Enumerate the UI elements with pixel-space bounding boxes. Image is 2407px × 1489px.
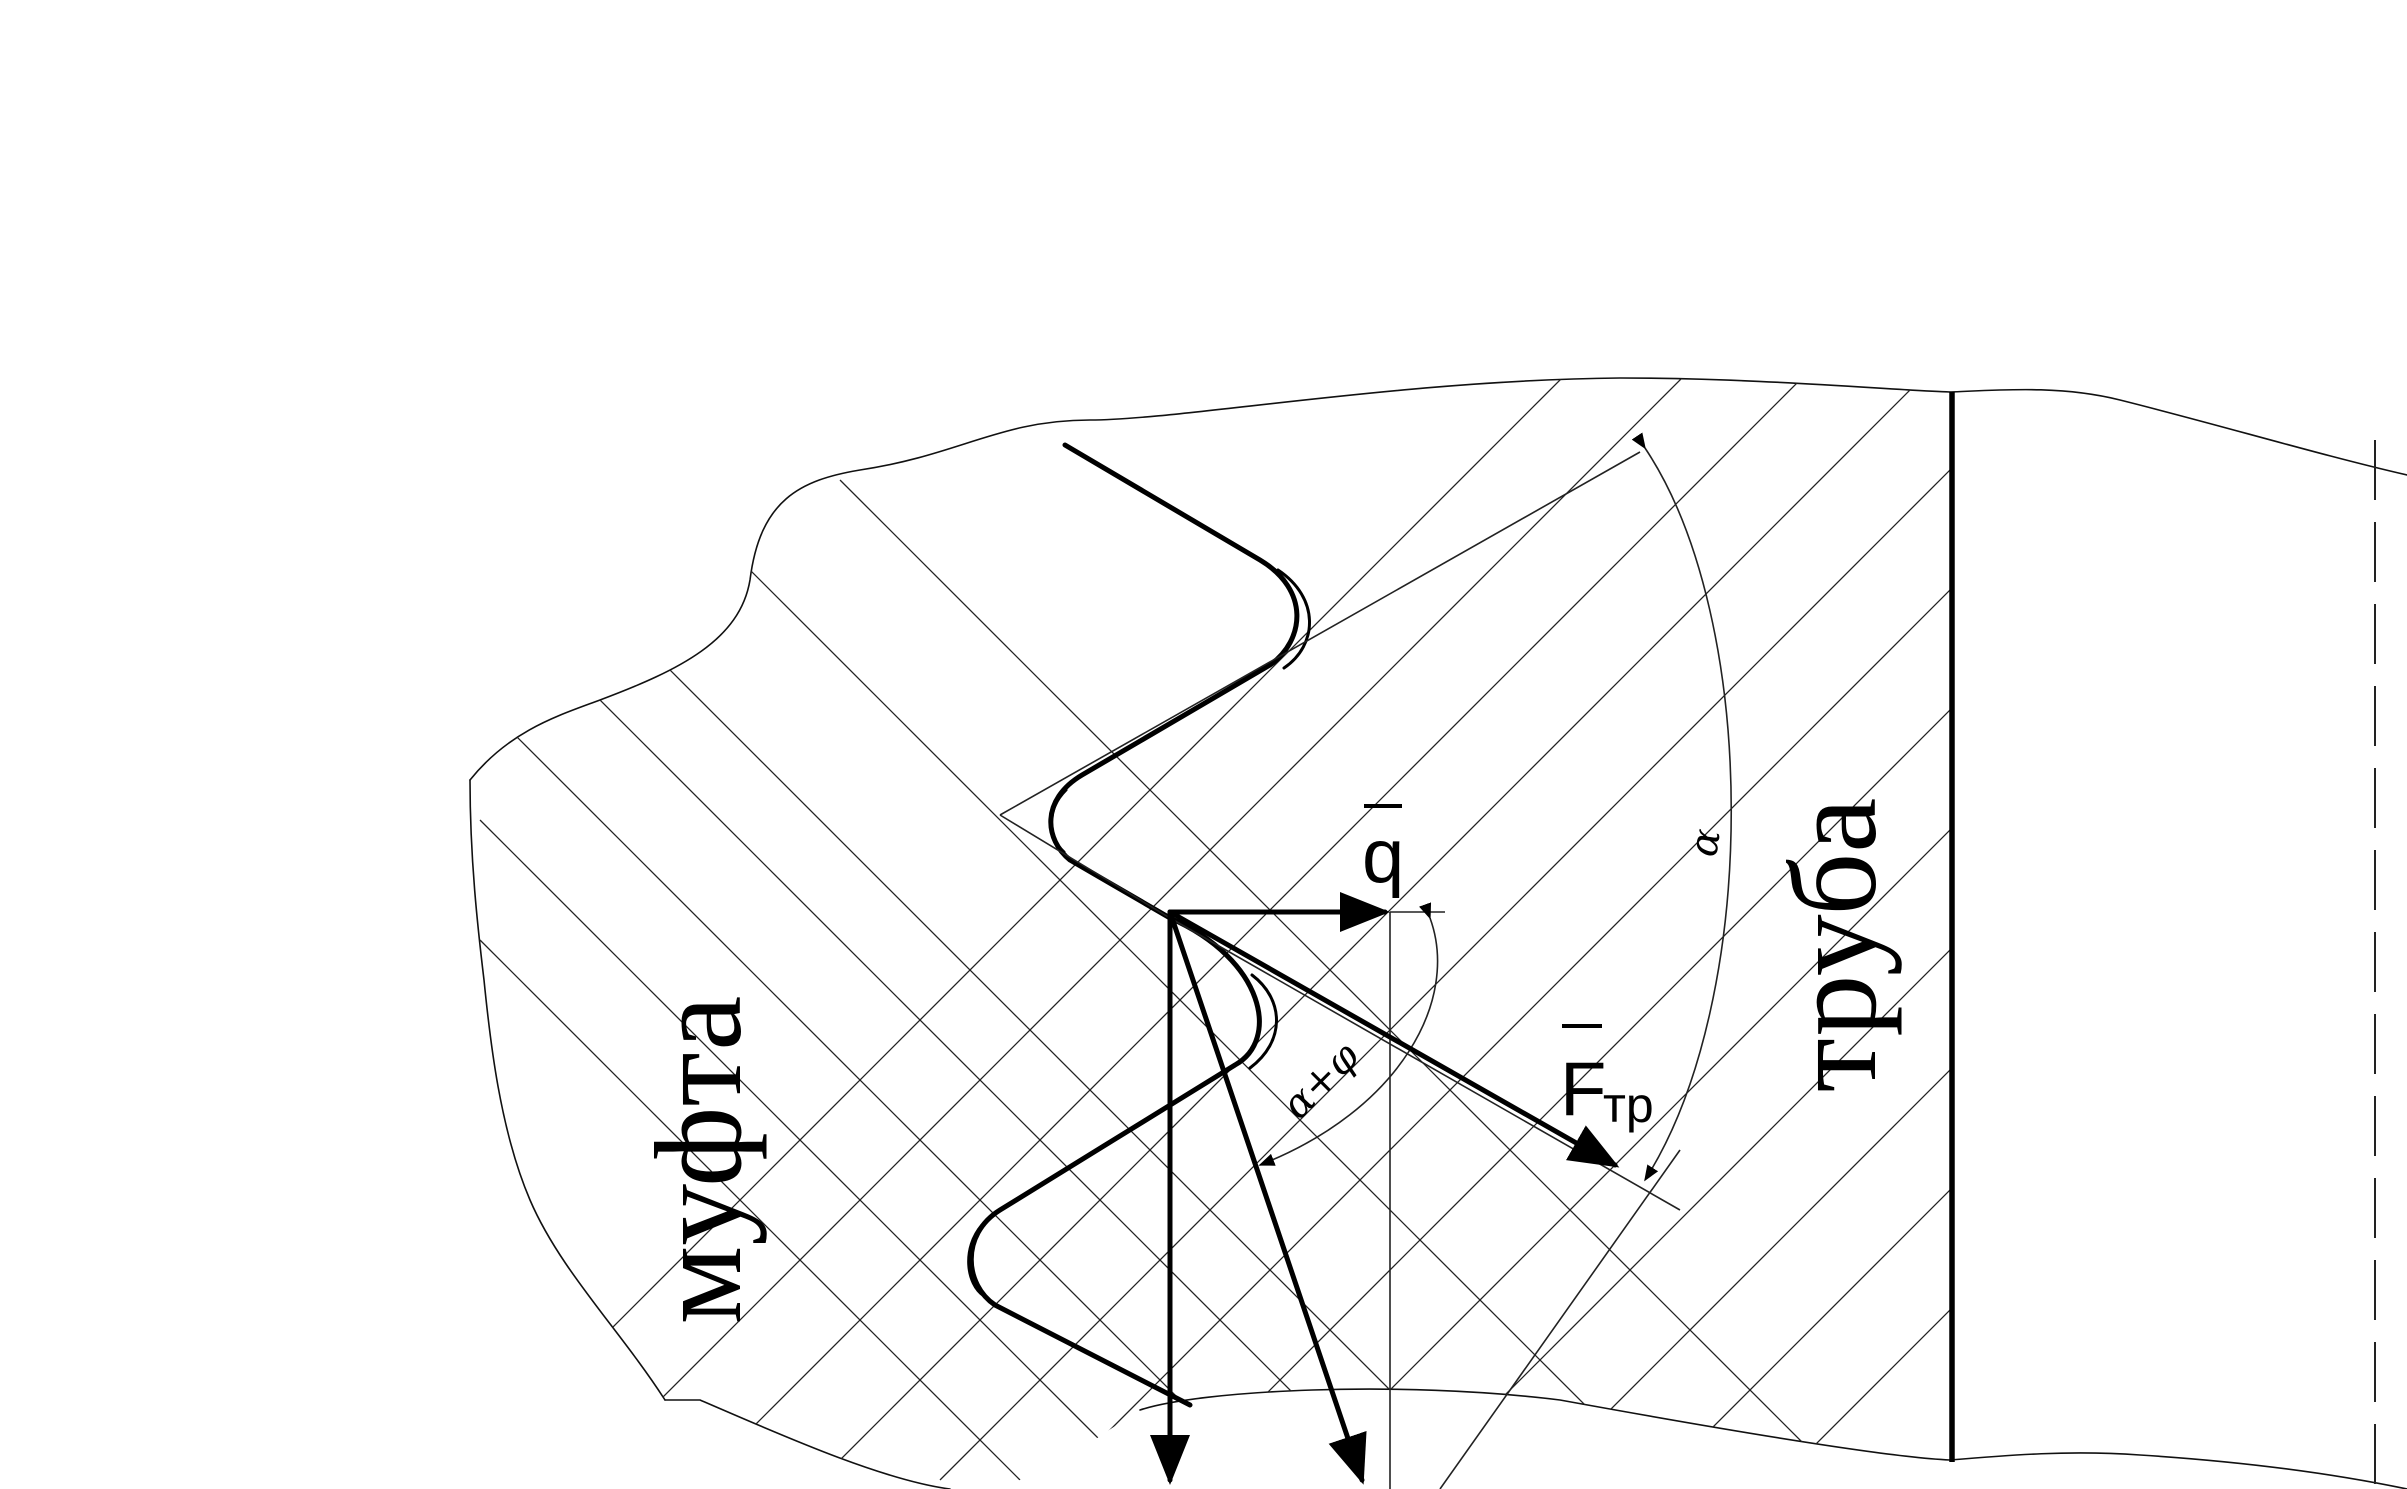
vector-ftr-arrow [1167,909,1620,1168]
thread-root-outline-1 [1276,568,1311,670]
section-outline-left [469,779,666,1401]
angle-alpha-phi-arc [1258,902,1439,1166]
label-angle-alpha: α [1680,825,1730,860]
label-angle-alpha-phi: α+φ [1273,1033,1368,1128]
label-vector-ftr: F [1560,1047,1606,1132]
pipe-outline-top [1949,388,2407,476]
hatching [470,378,1950,1481]
friction-reference-line [1439,1149,1681,1489]
label-pipe: труба [1765,798,1902,1093]
thread-root-outline-2 [1050,788,1068,854]
angle-alpha-arc [1631,432,1732,1182]
vector-resultant-arrow [1167,909,1367,1485]
label-coupling: муфта [630,996,767,1324]
pipe-outline-bottom [1949,1452,2407,1489]
label-vector-ftr-subscript: тр [1603,1077,1654,1133]
label-vector-q: q [1362,814,1404,899]
thread-root-outline-4 [967,1223,986,1298]
section-outline [469,377,1951,781]
flank-extension-line [999,451,1641,816]
section-outline-bottom-right [1139,1388,1951,1461]
flank-extension-line-2 [999,814,1171,919]
section-outline-bottom [664,1399,951,1489]
thread-profile [968,442,1300,1408]
